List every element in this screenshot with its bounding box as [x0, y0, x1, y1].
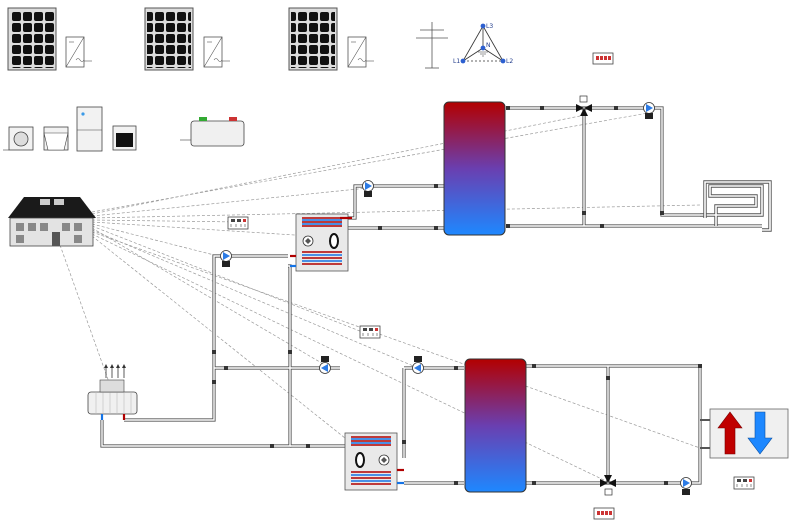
three-way-valve-icon[interactable]: [600, 475, 616, 496]
heat-exchanger-icon[interactable]: [344, 432, 398, 491]
storage-tank-icon[interactable]: [464, 358, 527, 493]
energy-meter-icon[interactable]: [593, 507, 615, 520]
circulation-pump-icon[interactable]: [220, 250, 232, 268]
dishwasher-icon: [43, 126, 69, 151]
inverter-icon: [65, 36, 92, 68]
controller-icon[interactable]: [733, 476, 755, 490]
floor-heating-icon: [700, 180, 772, 232]
pv-array-2: [144, 7, 230, 71]
circulation-pump-icon[interactable]: [319, 356, 331, 374]
phase-l3-label: L3: [486, 23, 493, 30]
energy-meter-icon[interactable]: [592, 52, 614, 65]
three-phase-grid-icon: L3 N L1 L2: [453, 23, 513, 65]
phase-n-label: N: [486, 42, 491, 49]
house-icon[interactable]: [8, 197, 96, 247]
battery-icon: [180, 117, 245, 147]
circulation-pump-icon[interactable]: [412, 356, 424, 374]
pv-array-3: [288, 7, 374, 71]
phase-l1-label: L1: [453, 58, 460, 65]
circulation-pump-icon[interactable]: [680, 477, 692, 496]
heat-transfer-unit-icon[interactable]: [700, 408, 789, 459]
pipes: [100, 106, 762, 485]
controller-icon[interactable]: [359, 325, 381, 339]
oven-icon: [112, 125, 137, 151]
heat-exchanger-icon[interactable]: [295, 213, 349, 272]
appliances: [3, 106, 137, 152]
three-way-valve-icon[interactable]: [576, 95, 592, 116]
inverter-icon: [347, 36, 374, 68]
washing-machine-icon: [3, 126, 34, 151]
circulation-pump-icon[interactable]: [362, 180, 374, 198]
circulation-pump-icon[interactable]: [643, 102, 655, 120]
phase-l2-label: L2: [506, 58, 513, 65]
power-pylon-icon: [416, 22, 448, 69]
controller-icon[interactable]: [227, 216, 249, 230]
heat-pump-icon[interactable]: [87, 364, 138, 420]
connector-lines: [290, 216, 404, 485]
refrigerator-icon: [76, 106, 103, 152]
pv-array-1: [7, 7, 92, 71]
storage-tank-icon[interactable]: [443, 101, 506, 236]
communication-links: [59, 112, 701, 483]
inverter-icon: [203, 36, 230, 68]
